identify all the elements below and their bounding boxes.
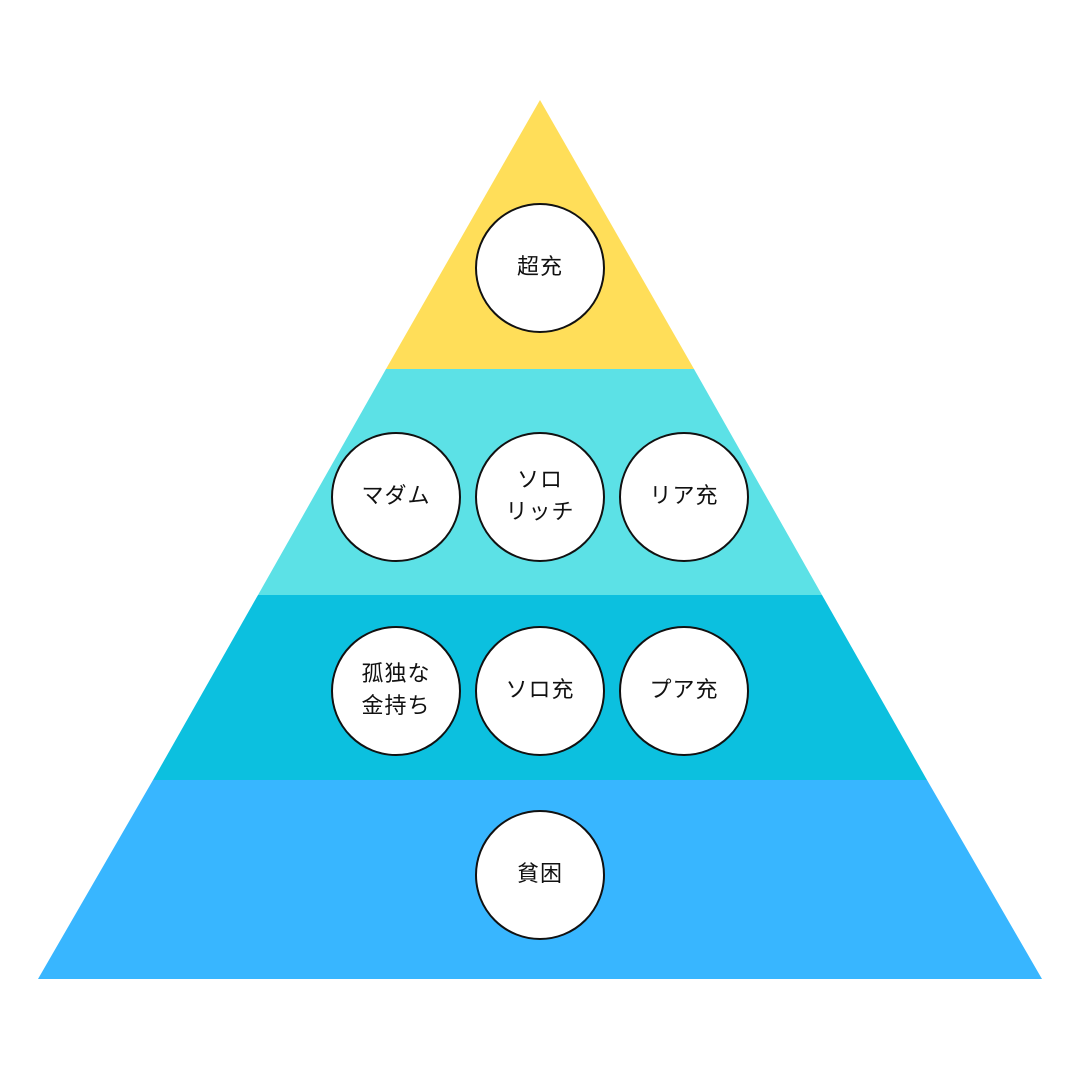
tier-node-label: ソロ リッチ	[505, 468, 575, 525]
tier-node-label: ソロ充	[505, 678, 575, 703]
tier-node-solo-rich: ソロ リッチ	[475, 432, 605, 562]
tier-node-label: プア充	[649, 678, 719, 703]
tier-node-poverty: 貧困	[475, 810, 605, 940]
tier-node-riajuu: リア充	[619, 432, 749, 562]
tier-node-label: マダム	[361, 484, 431, 509]
tier-node-lonely-rich: 孤独な 金持ち	[331, 626, 461, 756]
tier-node-label: リア充	[649, 484, 719, 509]
tier-node-puajuu: プア充	[619, 626, 749, 756]
tier-node-solojuu: ソロ充	[475, 626, 605, 756]
tier-node-choujuu: 超充	[475, 203, 605, 333]
tier-node-madamu: マダム	[331, 432, 461, 562]
tier-node-label: 超充	[516, 255, 563, 280]
tier-node-label: 貧困	[516, 862, 563, 887]
tier-node-label: 孤独な 金持ち	[361, 662, 431, 719]
